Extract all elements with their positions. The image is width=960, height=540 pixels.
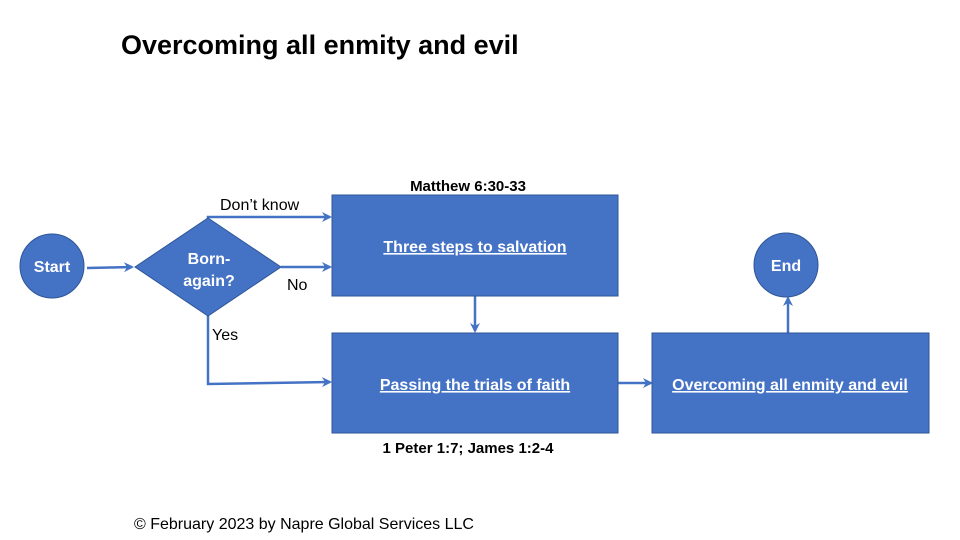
arrow-yes <box>206 316 332 388</box>
trials-link[interactable]: Passing the trials of faith <box>380 377 570 394</box>
start-label: Start <box>34 259 71 276</box>
arrow-dont-know <box>206 212 332 227</box>
decision-label-line1: Born- <box>188 251 231 268</box>
salvation-box[interactable] <box>331 194 619 297</box>
decision-label-line2: again? <box>183 273 235 290</box>
edge-label-no: No <box>287 277 308 294</box>
copyright-footer: © February 2023 by Napre Global Services… <box>134 516 474 533</box>
start-node[interactable] <box>19 233 85 299</box>
end-label: End <box>771 258 801 275</box>
trials-box[interactable] <box>331 332 619 434</box>
overcoming-link[interactable]: Overcoming all enmity and evil <box>672 377 908 394</box>
edge-label-yes: Yes <box>212 327 238 344</box>
salvation-reference: Matthew 6:30-33 <box>410 178 526 195</box>
trials-reference: 1 Peter 1:7; James 1:2-4 <box>383 440 555 457</box>
end-node[interactable] <box>753 232 819 298</box>
arrow-start-to-decision <box>86 262 134 273</box>
salvation-link[interactable]: Three steps to salvation <box>383 239 566 256</box>
decision-node[interactable] <box>134 217 282 317</box>
edge-label-dont-know: Don’t know <box>220 197 300 214</box>
overcoming-box[interactable] <box>651 332 930 434</box>
slide-title: Overcoming all enmity and evil <box>121 30 519 60</box>
